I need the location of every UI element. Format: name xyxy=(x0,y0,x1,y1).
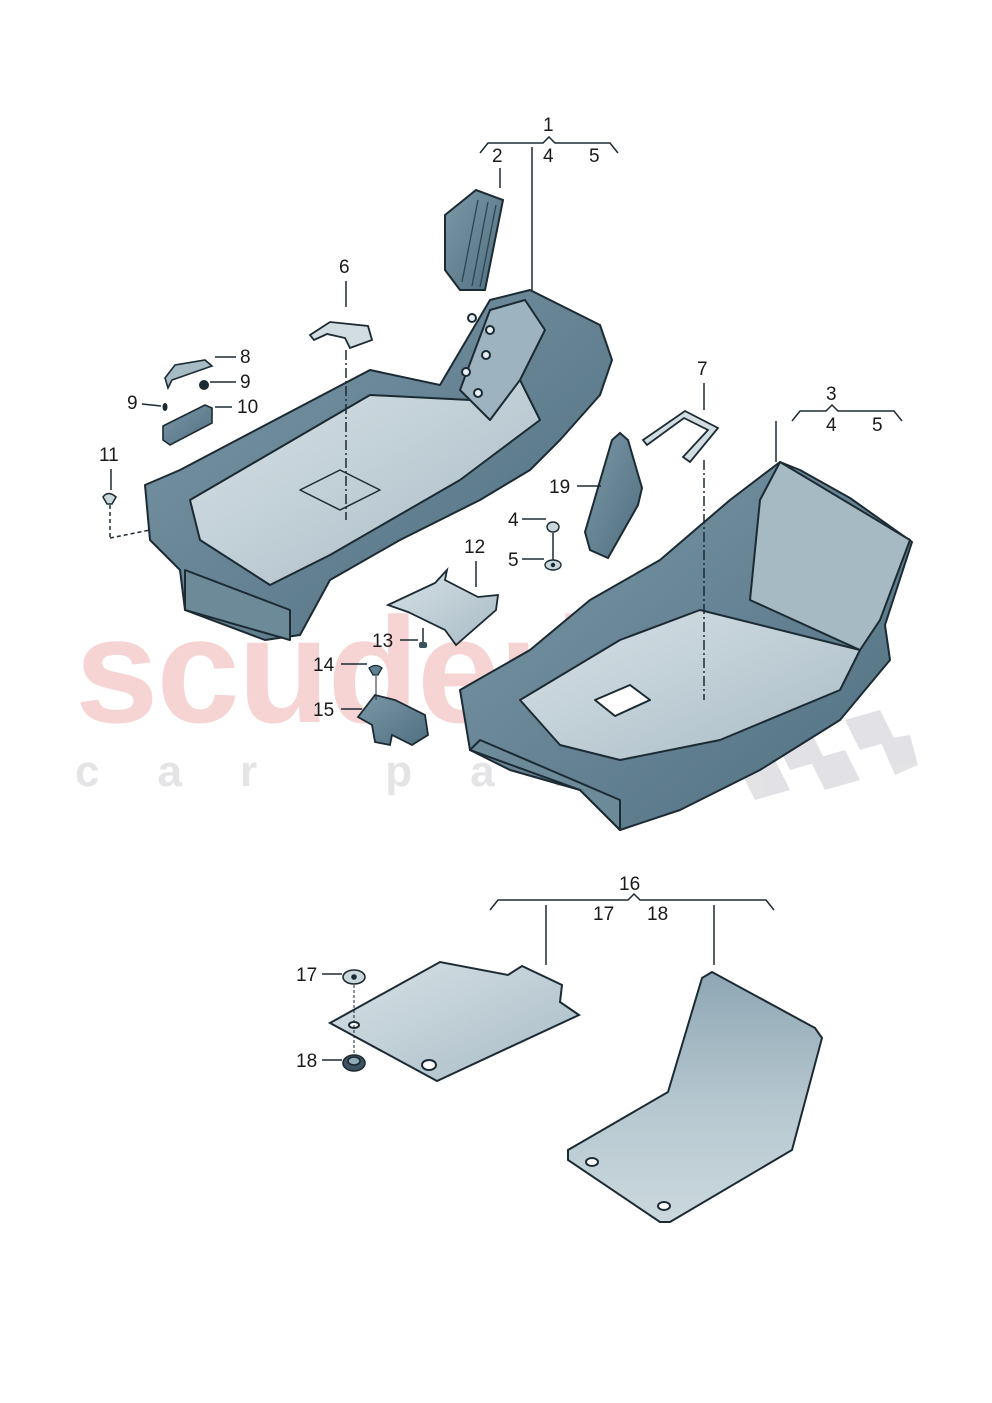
callout-15[interactable]: 15 xyxy=(313,700,335,721)
part-16-floor-mat-rear[interactable] xyxy=(567,970,824,1223)
part-9-clip-lower[interactable] xyxy=(162,403,168,411)
callout-1-sub-5[interactable]: 5 xyxy=(589,146,600,167)
part-4-fastener[interactable] xyxy=(546,521,560,533)
leader-lines xyxy=(109,135,903,1061)
callout-19[interactable]: 19 xyxy=(549,477,571,498)
callout-16[interactable]: 16 xyxy=(619,874,641,895)
callout-9-lower[interactable]: 9 xyxy=(127,393,138,414)
callout-8[interactable]: 8 xyxy=(240,347,251,368)
callout-14[interactable]: 14 xyxy=(313,655,335,676)
callout-16-sub-18[interactable]: 18 xyxy=(647,904,669,925)
part-3-rear-floor-covering[interactable] xyxy=(459,461,913,831)
callout-1-sub-4[interactable]: 4 xyxy=(543,146,554,167)
callout-10[interactable]: 10 xyxy=(237,397,259,418)
callout-3-sub-5[interactable]: 5 xyxy=(872,415,883,436)
part-5-fastener[interactable] xyxy=(544,559,562,571)
callout-1-sub-2[interactable]: 2 xyxy=(492,146,503,167)
part-14-rivet[interactable] xyxy=(368,664,383,676)
part-13-clip[interactable] xyxy=(419,642,427,648)
part-16-floor-mat-front[interactable] xyxy=(327,960,582,1083)
callout-3-sub-4[interactable]: 4 xyxy=(826,415,837,436)
part-1-front-floor-covering[interactable] xyxy=(144,289,613,641)
part-6-bracket[interactable] xyxy=(308,321,374,350)
callout-3[interactable]: 3 xyxy=(826,384,837,405)
callout-12[interactable]: 12 xyxy=(464,537,486,558)
callout-6[interactable]: 6 xyxy=(339,257,350,278)
callout-13[interactable]: 13 xyxy=(372,631,394,652)
part-9-clip-upper[interactable] xyxy=(199,380,209,390)
callout-4[interactable]: 4 xyxy=(508,510,519,531)
callout-17[interactable]: 17 xyxy=(296,965,318,986)
callout-5[interactable]: 5 xyxy=(508,550,519,571)
part-11-expanding-rivet[interactable] xyxy=(102,492,117,505)
part-12-cover-plate[interactable] xyxy=(385,567,500,647)
part-15-holder[interactable] xyxy=(356,693,429,747)
callout-9-upper[interactable]: 9 xyxy=(240,372,251,393)
callout-7[interactable]: 7 xyxy=(697,359,708,380)
callout-1[interactable]: 1 xyxy=(543,115,554,136)
part-10-cover[interactable] xyxy=(162,404,213,446)
callout-16-sub-17[interactable]: 17 xyxy=(593,904,615,925)
part-2-heel-pad[interactable] xyxy=(444,188,505,291)
callout-11[interactable]: 11 xyxy=(99,445,119,466)
part-17-grommet[interactable] xyxy=(342,969,366,985)
part-8-cover-strip[interactable] xyxy=(164,359,214,391)
part-18-grommet[interactable] xyxy=(342,1054,366,1072)
callout-18[interactable]: 18 xyxy=(296,1051,318,1072)
part-19-insulation-piece[interactable] xyxy=(583,431,644,560)
part-7-bracket[interactable] xyxy=(641,409,720,464)
